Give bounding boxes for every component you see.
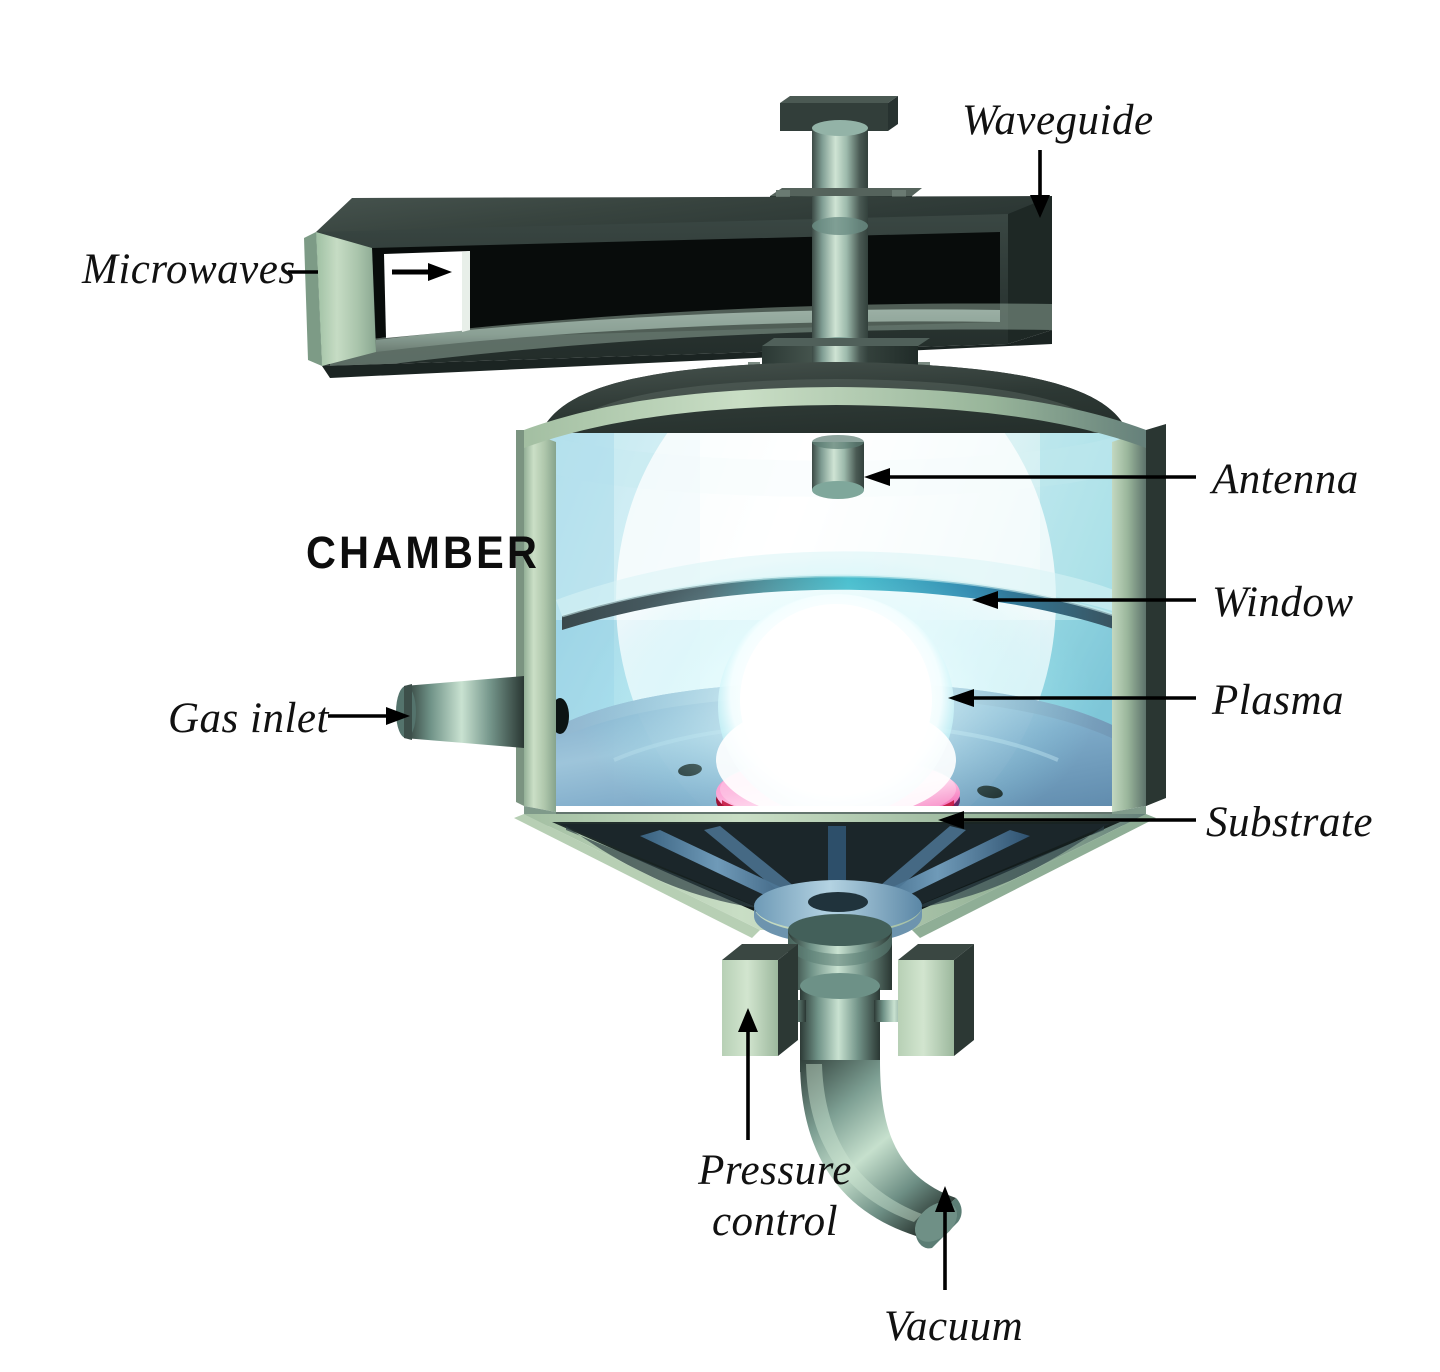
label-window: Window (1212, 579, 1354, 626)
label-gas-inlet: Gas inlet (168, 695, 329, 742)
plasma-sphere (716, 594, 956, 806)
label-antenna: Antenna (1212, 456, 1359, 503)
pump-assembly (722, 914, 974, 1249)
label-pressure-control: Pressure control (670, 1146, 880, 1247)
leader-lines (288, 150, 1196, 1290)
label-chamber: CHAMBER (306, 527, 541, 578)
pressure-control-block-left (722, 944, 798, 1056)
pressure-control-block-right (898, 944, 974, 1056)
gas-inlet-tube (396, 676, 524, 748)
label-substrate: Substrate (1206, 799, 1373, 846)
label-pressure-control-line1: Pressure (698, 1147, 852, 1194)
label-waveguide: Waveguide (962, 97, 1154, 144)
antenna-stub (812, 435, 864, 499)
waveguide-assembly (304, 96, 1052, 420)
leader-arrowheads (386, 195, 1050, 1212)
label-pressure-control-line2: control (711, 1197, 839, 1245)
chamber-cone (514, 814, 1156, 944)
label-microwaves: Microwaves (82, 246, 296, 293)
microwave-flow-arrow (392, 263, 452, 281)
label-vacuum: Vacuum (884, 1303, 1024, 1350)
label-plasma: Plasma (1212, 677, 1344, 724)
chamber-body (516, 362, 1166, 828)
